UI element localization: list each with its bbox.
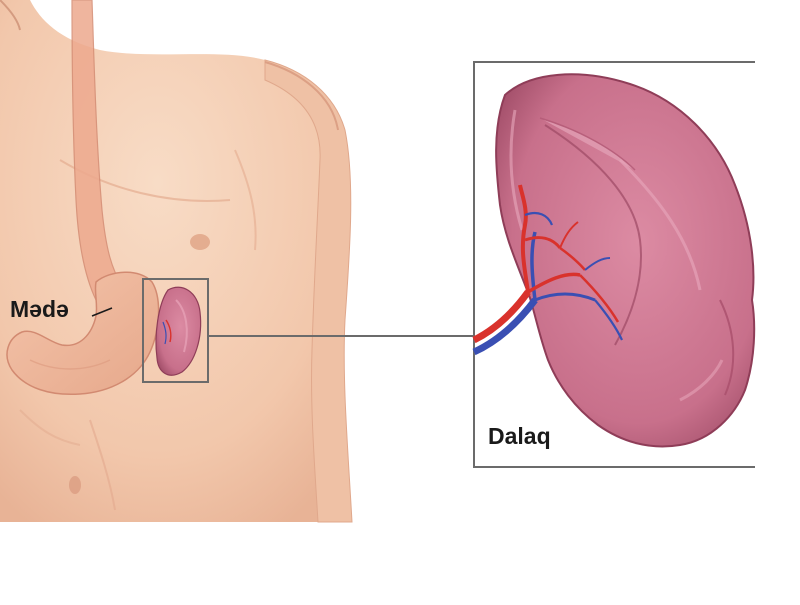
spleen-label: Dalaq xyxy=(488,423,551,449)
arm xyxy=(264,59,353,523)
inset-frame xyxy=(473,61,755,468)
spleen-in-body xyxy=(155,286,202,376)
stomach-label: Mədə xyxy=(10,296,69,322)
highlight-box xyxy=(142,278,209,383)
stomach xyxy=(6,271,160,396)
stomach-pointer xyxy=(91,307,113,317)
spleen-large xyxy=(495,73,756,448)
navel xyxy=(69,476,81,494)
nipple xyxy=(190,234,210,250)
blood-vessels xyxy=(472,184,623,356)
